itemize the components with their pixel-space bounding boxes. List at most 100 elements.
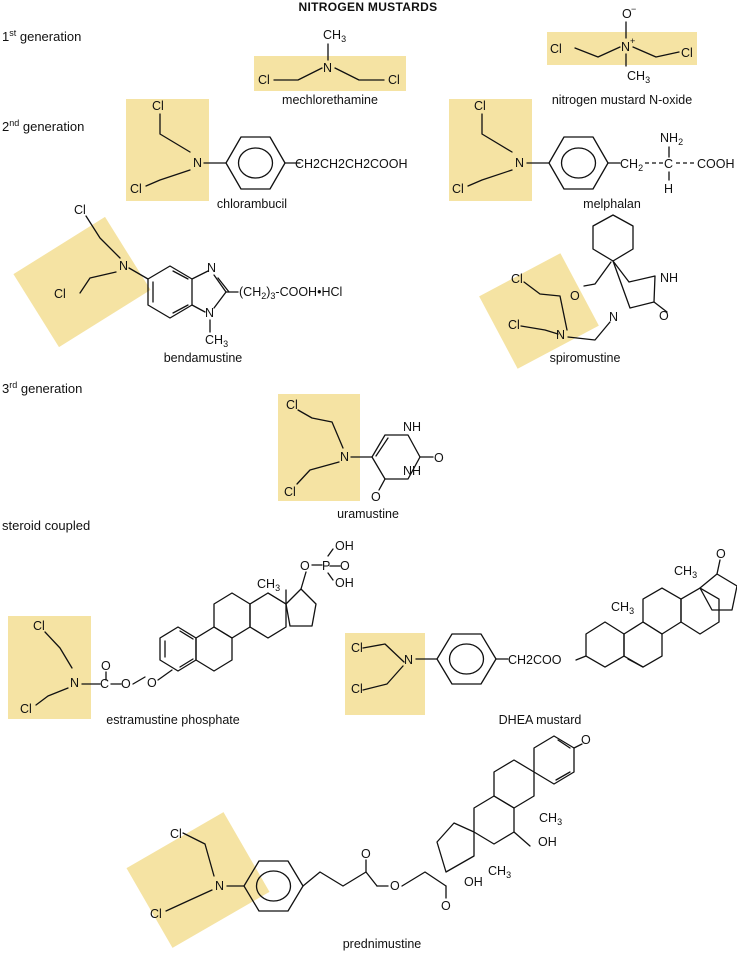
svg-text:NH2: NH2 bbox=[660, 131, 683, 147]
svg-text:O: O bbox=[300, 559, 310, 573]
structure-nitrogen-mustard-n-oxide: O− N+ Cl Cl CH3 bbox=[550, 4, 693, 85]
structure-dhea-mustard: Cl N Cl CH2COO O CH3 CH3 bbox=[351, 547, 737, 696]
svg-text:Cl: Cl bbox=[452, 182, 464, 196]
svg-text:O: O bbox=[581, 733, 591, 747]
svg-text:Cl: Cl bbox=[74, 203, 86, 217]
svg-text:Cl: Cl bbox=[550, 42, 562, 56]
svg-text:CH3: CH3 bbox=[205, 333, 228, 349]
svg-text:−: − bbox=[631, 4, 636, 14]
svg-text:Cl: Cl bbox=[20, 702, 32, 716]
structure-mechlorethamine: CH3 N Cl Cl bbox=[258, 28, 400, 87]
svg-text:N: N bbox=[515, 156, 524, 170]
svg-text:CH3: CH3 bbox=[323, 28, 346, 44]
highlight-spiromustine bbox=[479, 253, 599, 369]
section-2nd-generation: 2nd generation bbox=[2, 118, 84, 134]
svg-text:H: H bbox=[664, 182, 673, 196]
svg-text:Cl: Cl bbox=[508, 318, 520, 332]
svg-text:O: O bbox=[441, 899, 451, 913]
svg-text:N: N bbox=[609, 310, 618, 324]
svg-text:CH2: CH2 bbox=[620, 157, 643, 173]
highlight-dhea bbox=[345, 633, 425, 715]
svg-text:Cl: Cl bbox=[33, 619, 45, 633]
svg-text:NH: NH bbox=[403, 420, 421, 434]
svg-text:N: N bbox=[404, 653, 413, 667]
svg-text:N: N bbox=[215, 879, 224, 893]
svg-text:OH: OH bbox=[335, 576, 354, 590]
svg-text:Cl: Cl bbox=[681, 46, 693, 60]
svg-text:Cl: Cl bbox=[258, 73, 270, 87]
svg-text:Cl: Cl bbox=[351, 682, 363, 696]
label-estramustine-phosphate: estramustine phosphate bbox=[106, 713, 239, 727]
label-mechlorethamine: mechlorethamine bbox=[282, 93, 378, 107]
section-3rd-generation: 3rd generation bbox=[2, 380, 82, 396]
svg-text:N: N bbox=[70, 676, 79, 690]
svg-text:Cl: Cl bbox=[351, 641, 363, 655]
section-steroid-coupled: steroid coupled bbox=[2, 518, 90, 533]
svg-text:Cl: Cl bbox=[388, 73, 400, 87]
structure-prednimustine: Cl N Cl O O O OH CH3 O CH3 OH bbox=[150, 733, 591, 921]
svg-text:C: C bbox=[664, 157, 673, 171]
svg-text:CH3: CH3 bbox=[539, 811, 562, 827]
svg-text:NH: NH bbox=[660, 271, 678, 285]
svg-text:NH: NH bbox=[403, 464, 421, 478]
svg-text:Cl: Cl bbox=[286, 398, 298, 412]
svg-text:O: O bbox=[622, 7, 632, 21]
svg-text:N: N bbox=[323, 61, 332, 75]
svg-text:CH3: CH3 bbox=[488, 864, 511, 880]
svg-text:Cl: Cl bbox=[152, 99, 164, 113]
highlight-prednimustine bbox=[126, 812, 270, 948]
svg-text:O: O bbox=[390, 879, 400, 893]
label-dhea-mustard: DHEA mustard bbox=[499, 713, 582, 727]
structure-spiromustine: NH O O N N Cl Cl bbox=[508, 214, 678, 342]
svg-text:N: N bbox=[207, 261, 216, 275]
svg-text:Cl: Cl bbox=[284, 485, 296, 499]
dhea-chain: CH2COO bbox=[508, 653, 562, 667]
svg-text:Cl: Cl bbox=[511, 272, 523, 286]
label-spiromustine: spiromustine bbox=[550, 351, 621, 365]
svg-text:O: O bbox=[716, 547, 726, 561]
svg-text:N: N bbox=[556, 328, 565, 342]
svg-text:N: N bbox=[205, 306, 214, 320]
svg-text:O: O bbox=[147, 676, 157, 690]
svg-text:Cl: Cl bbox=[474, 99, 486, 113]
svg-text:Cl: Cl bbox=[170, 827, 182, 841]
svg-text:COOH: COOH bbox=[697, 157, 735, 171]
chlorambucil-chain: CH2CH2CH2COOH bbox=[295, 157, 408, 171]
svg-text:CH3: CH3 bbox=[674, 564, 697, 580]
svg-text:+: + bbox=[630, 36, 635, 46]
label-chlorambucil: chlorambucil bbox=[217, 197, 287, 211]
svg-text:CH3: CH3 bbox=[611, 600, 634, 616]
svg-text:OH: OH bbox=[335, 539, 354, 553]
svg-text:O: O bbox=[121, 677, 131, 691]
svg-text:(CH2)3-COOH•HCl: (CH2)3-COOH•HCl bbox=[239, 285, 342, 301]
svg-text:N: N bbox=[193, 156, 202, 170]
svg-text:Cl: Cl bbox=[150, 907, 162, 921]
svg-text:O: O bbox=[434, 451, 444, 465]
highlight-estramustine bbox=[8, 616, 91, 719]
svg-text:O: O bbox=[340, 559, 350, 573]
structure-chlorambucil: Cl N Cl CH2CH2CH2COOH bbox=[130, 99, 408, 196]
svg-text:CH3: CH3 bbox=[627, 69, 650, 85]
figure-title: NITROGEN MUSTARDS bbox=[299, 0, 438, 14]
label-melphalan: melphalan bbox=[583, 197, 641, 211]
svg-text:OH: OH bbox=[538, 835, 557, 849]
svg-text:Cl: Cl bbox=[54, 287, 66, 301]
structure-melphalan: Cl N Cl CH2 C COOH NH2 H bbox=[452, 99, 735, 196]
highlight-n-oxide bbox=[547, 32, 697, 65]
section-1st-generation: 1st generation bbox=[2, 28, 81, 44]
svg-text:Cl: Cl bbox=[130, 182, 142, 196]
svg-text:O: O bbox=[361, 847, 371, 861]
label-nitrogen-mustard-n-oxide: nitrogen mustard N-oxide bbox=[552, 93, 692, 107]
highlight-melphalan bbox=[449, 99, 532, 201]
structure-estramustine-phosphate: Cl N Cl C O O O CH3 O P OH O OH bbox=[20, 539, 354, 716]
label-prednimustine: prednimustine bbox=[343, 937, 422, 951]
svg-text:O: O bbox=[371, 490, 381, 504]
label-uramustine: uramustine bbox=[337, 507, 399, 521]
highlight-chlorambucil bbox=[126, 99, 209, 201]
svg-text:OH: OH bbox=[464, 875, 483, 889]
svg-text:N: N bbox=[621, 40, 630, 54]
svg-text:N: N bbox=[340, 450, 349, 464]
svg-text:O: O bbox=[659, 309, 669, 323]
svg-text:C: C bbox=[100, 677, 109, 691]
